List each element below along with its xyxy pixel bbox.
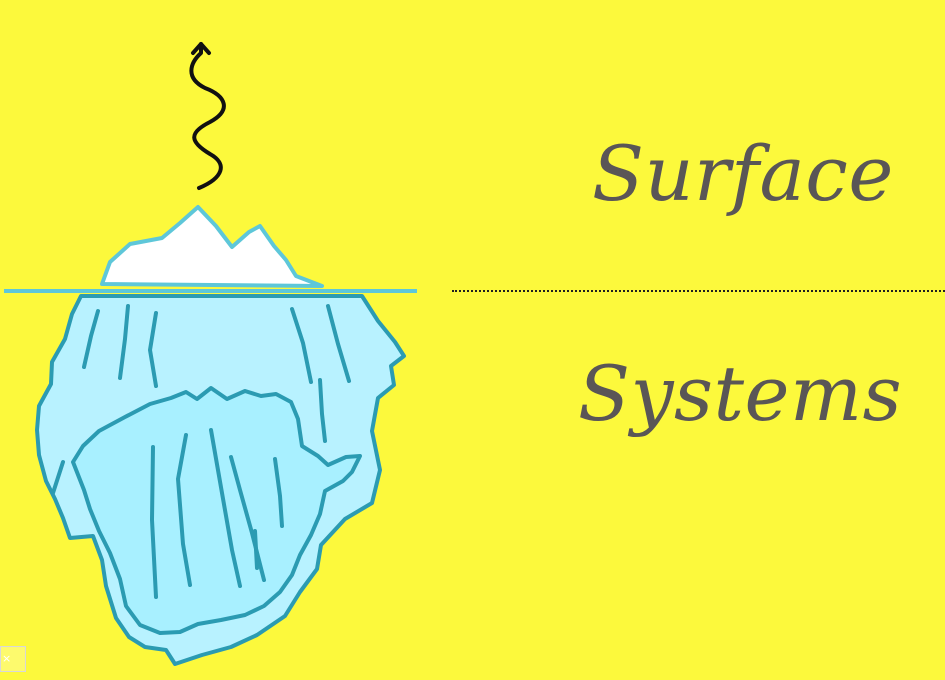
close-icon[interactable]: × [0, 646, 26, 672]
iceberg-crack-lines [51, 304, 351, 599]
surface-label: Surface [592, 129, 894, 218]
systems-label: Systems [578, 349, 903, 438]
iceberg-tip-shape [100, 205, 324, 288]
iceberg-inner-shape [71, 386, 362, 635]
arrow-head-icon [191, 42, 211, 55]
iceberg-icon [4, 42, 417, 666]
surface-systems-divider [452, 290, 945, 292]
wavy-up-arrow-icon [189, 42, 226, 190]
